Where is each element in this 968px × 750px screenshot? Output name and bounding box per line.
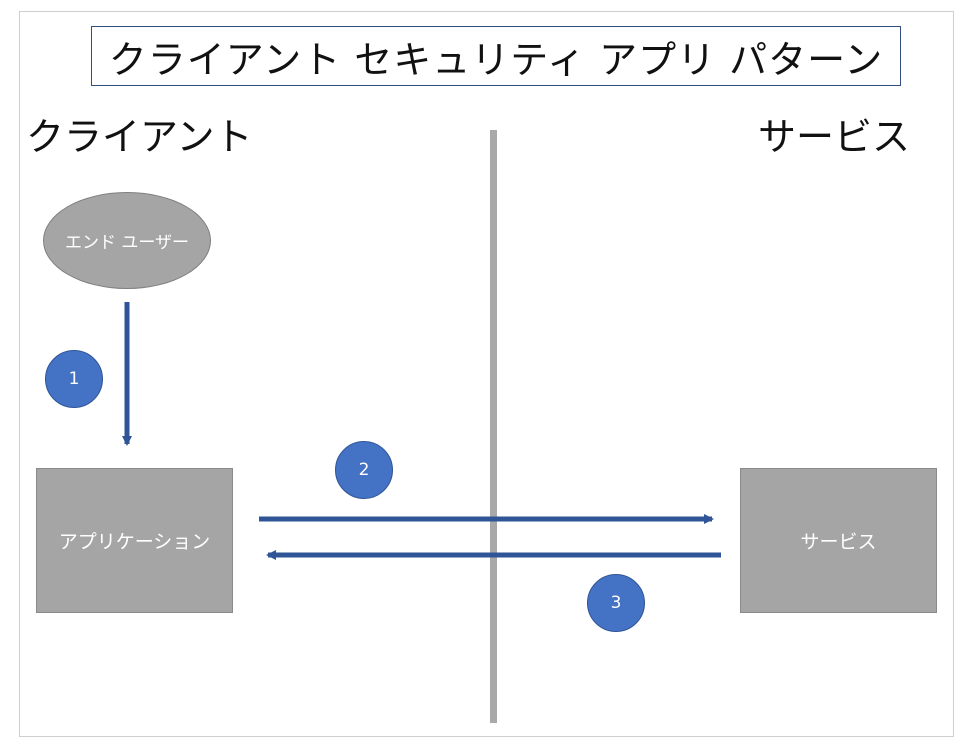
service-zone-label: サービス bbox=[757, 115, 910, 159]
application-node: アプリケーション bbox=[36, 468, 233, 613]
service-node: サービス bbox=[740, 468, 937, 613]
diagram-title: クライアント セキュリティ アプリ パターン bbox=[91, 26, 901, 86]
step-1-badge: 1 bbox=[45, 350, 103, 408]
trust-boundary-divider bbox=[490, 130, 497, 723]
diagram-frame bbox=[19, 11, 954, 737]
step-3-badge: 3 bbox=[587, 574, 645, 632]
step-2-badge: 2 bbox=[335, 441, 393, 499]
client-zone-label: クライアント bbox=[26, 115, 253, 159]
end-user-node: エンド ユーザー bbox=[43, 192, 211, 289]
